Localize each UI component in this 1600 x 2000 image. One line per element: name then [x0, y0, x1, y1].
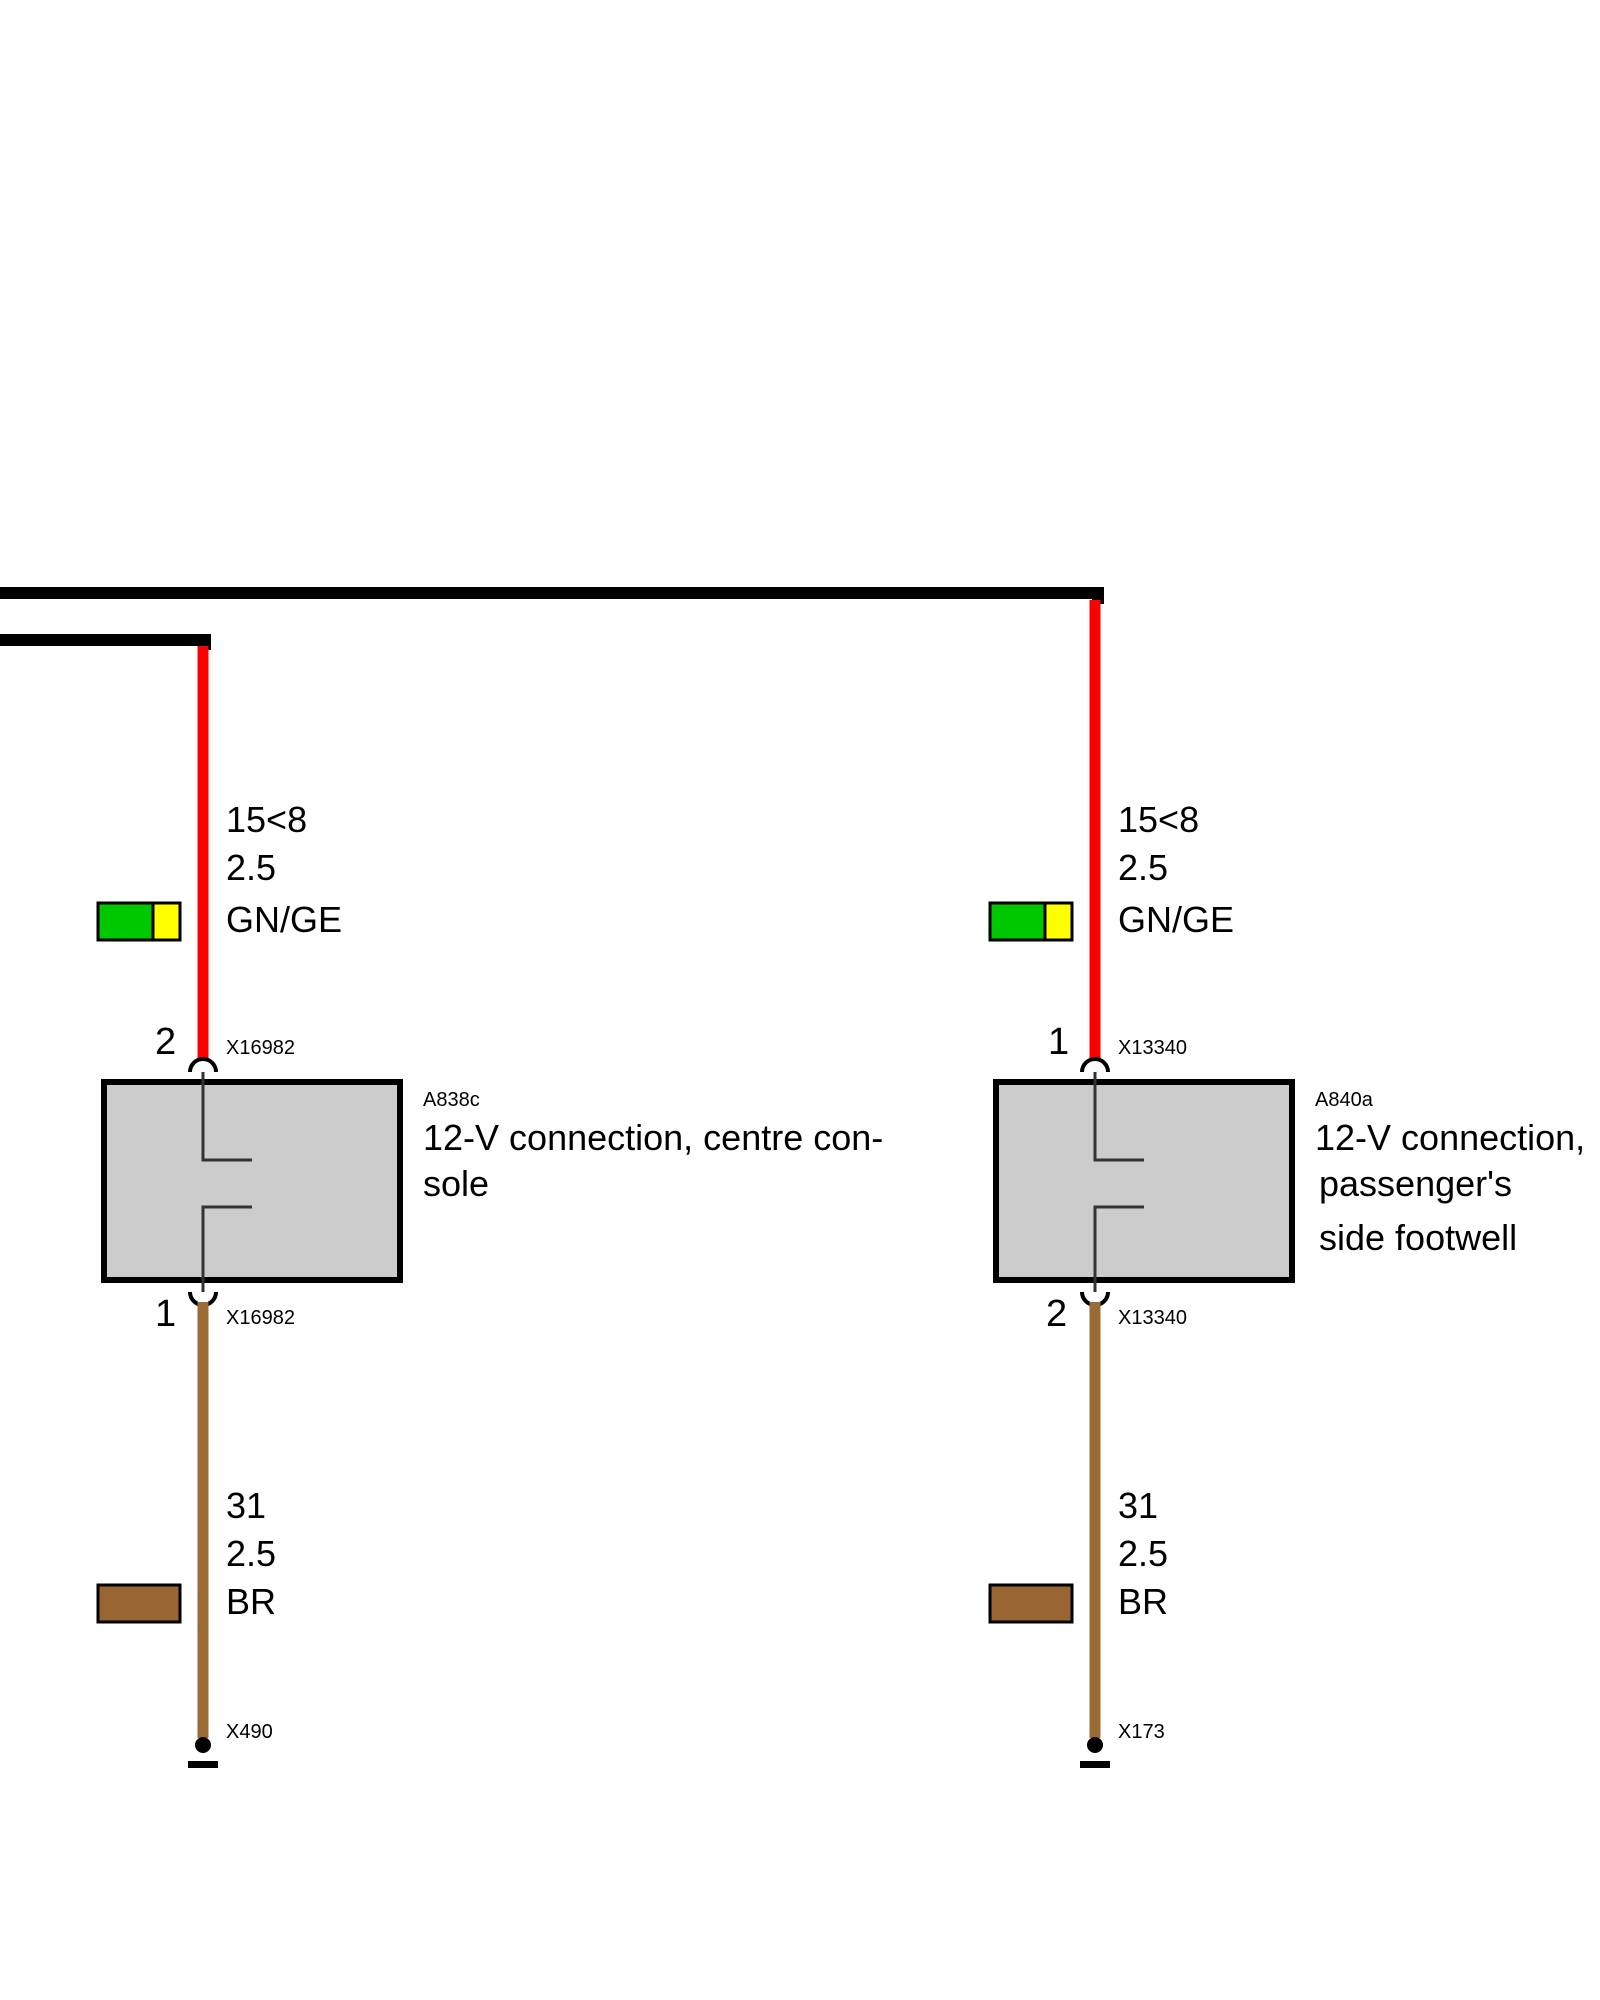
right-component-id: A840a	[1315, 1089, 1374, 1111]
right-component-desc-line3: side footwell	[1319, 1217, 1517, 1258]
right-ground-gauge: 2.5	[1118, 1533, 1168, 1574]
right-component-desc-line1: 12-V connection,	[1315, 1117, 1585, 1158]
left-component-desc-line2: sole	[423, 1163, 489, 1204]
left-ground-point-id: X490	[226, 1721, 273, 1743]
left-supply-signal: 15<8	[226, 799, 307, 840]
right-supply-color-swatch	[988, 901, 1074, 942]
left-ground-color-swatch	[96, 1583, 182, 1624]
harness-line-upper	[0, 587, 1104, 604]
harness-line-lower	[0, 634, 211, 650]
right-top-connector-id: X13340	[1118, 1037, 1187, 1059]
right-ground-color-swatch	[988, 1583, 1074, 1624]
right-component-box	[993, 1079, 1295, 1283]
left-ground-signal: 31	[226, 1485, 266, 1526]
left-socket-symbol	[201, 1072, 252, 1292]
right-ground-point-id: X173	[1118, 1721, 1165, 1743]
right-top-connector-symbol	[1080, 1057, 1110, 1073]
left-component-id: A838c	[423, 1089, 480, 1111]
left-bottom-connector-id: X16982	[226, 1307, 295, 1329]
left-bottom-pin-number: 1	[155, 1293, 176, 1335]
right-bottom-pin-number: 2	[1046, 1293, 1067, 1335]
right-circuit: 15<8 2.5 GN/GE 1 X13340 A840a 12-V conne…	[988, 600, 1585, 1768]
left-ground-color-code: BR	[226, 1581, 276, 1622]
left-supply-color-code: GN/GE	[226, 899, 342, 940]
left-supply-gauge: 2.5	[226, 847, 276, 888]
right-supply-color-code: GN/GE	[1118, 899, 1234, 940]
right-supply-signal: 15<8	[1118, 799, 1199, 840]
left-supply-color-swatch	[96, 901, 182, 942]
right-supply-gauge: 2.5	[1118, 847, 1168, 888]
left-component-box	[101, 1079, 403, 1283]
left-top-connector-id: X16982	[226, 1037, 295, 1059]
right-component-desc-line2: passenger's	[1319, 1163, 1512, 1204]
right-ground-signal: 31	[1118, 1485, 1158, 1526]
left-ground-gauge: 2.5	[226, 1533, 276, 1574]
left-top-connector-symbol	[188, 1057, 218, 1073]
right-ground-color-code: BR	[1118, 1581, 1168, 1622]
left-circuit: 15<8 2.5 GN/GE 2 X16982 A838c 12-V conne…	[96, 646, 883, 1768]
right-bottom-connector-id: X13340	[1118, 1307, 1187, 1329]
right-top-pin-number: 1	[1048, 1021, 1069, 1063]
right-socket-symbol	[1093, 1072, 1144, 1292]
right-ground-symbol	[1080, 1737, 1110, 1768]
left-top-pin-number: 2	[155, 1021, 176, 1063]
left-ground-symbol	[188, 1737, 218, 1768]
left-component-desc-line1: 12-V connection, centre con-	[423, 1117, 883, 1158]
